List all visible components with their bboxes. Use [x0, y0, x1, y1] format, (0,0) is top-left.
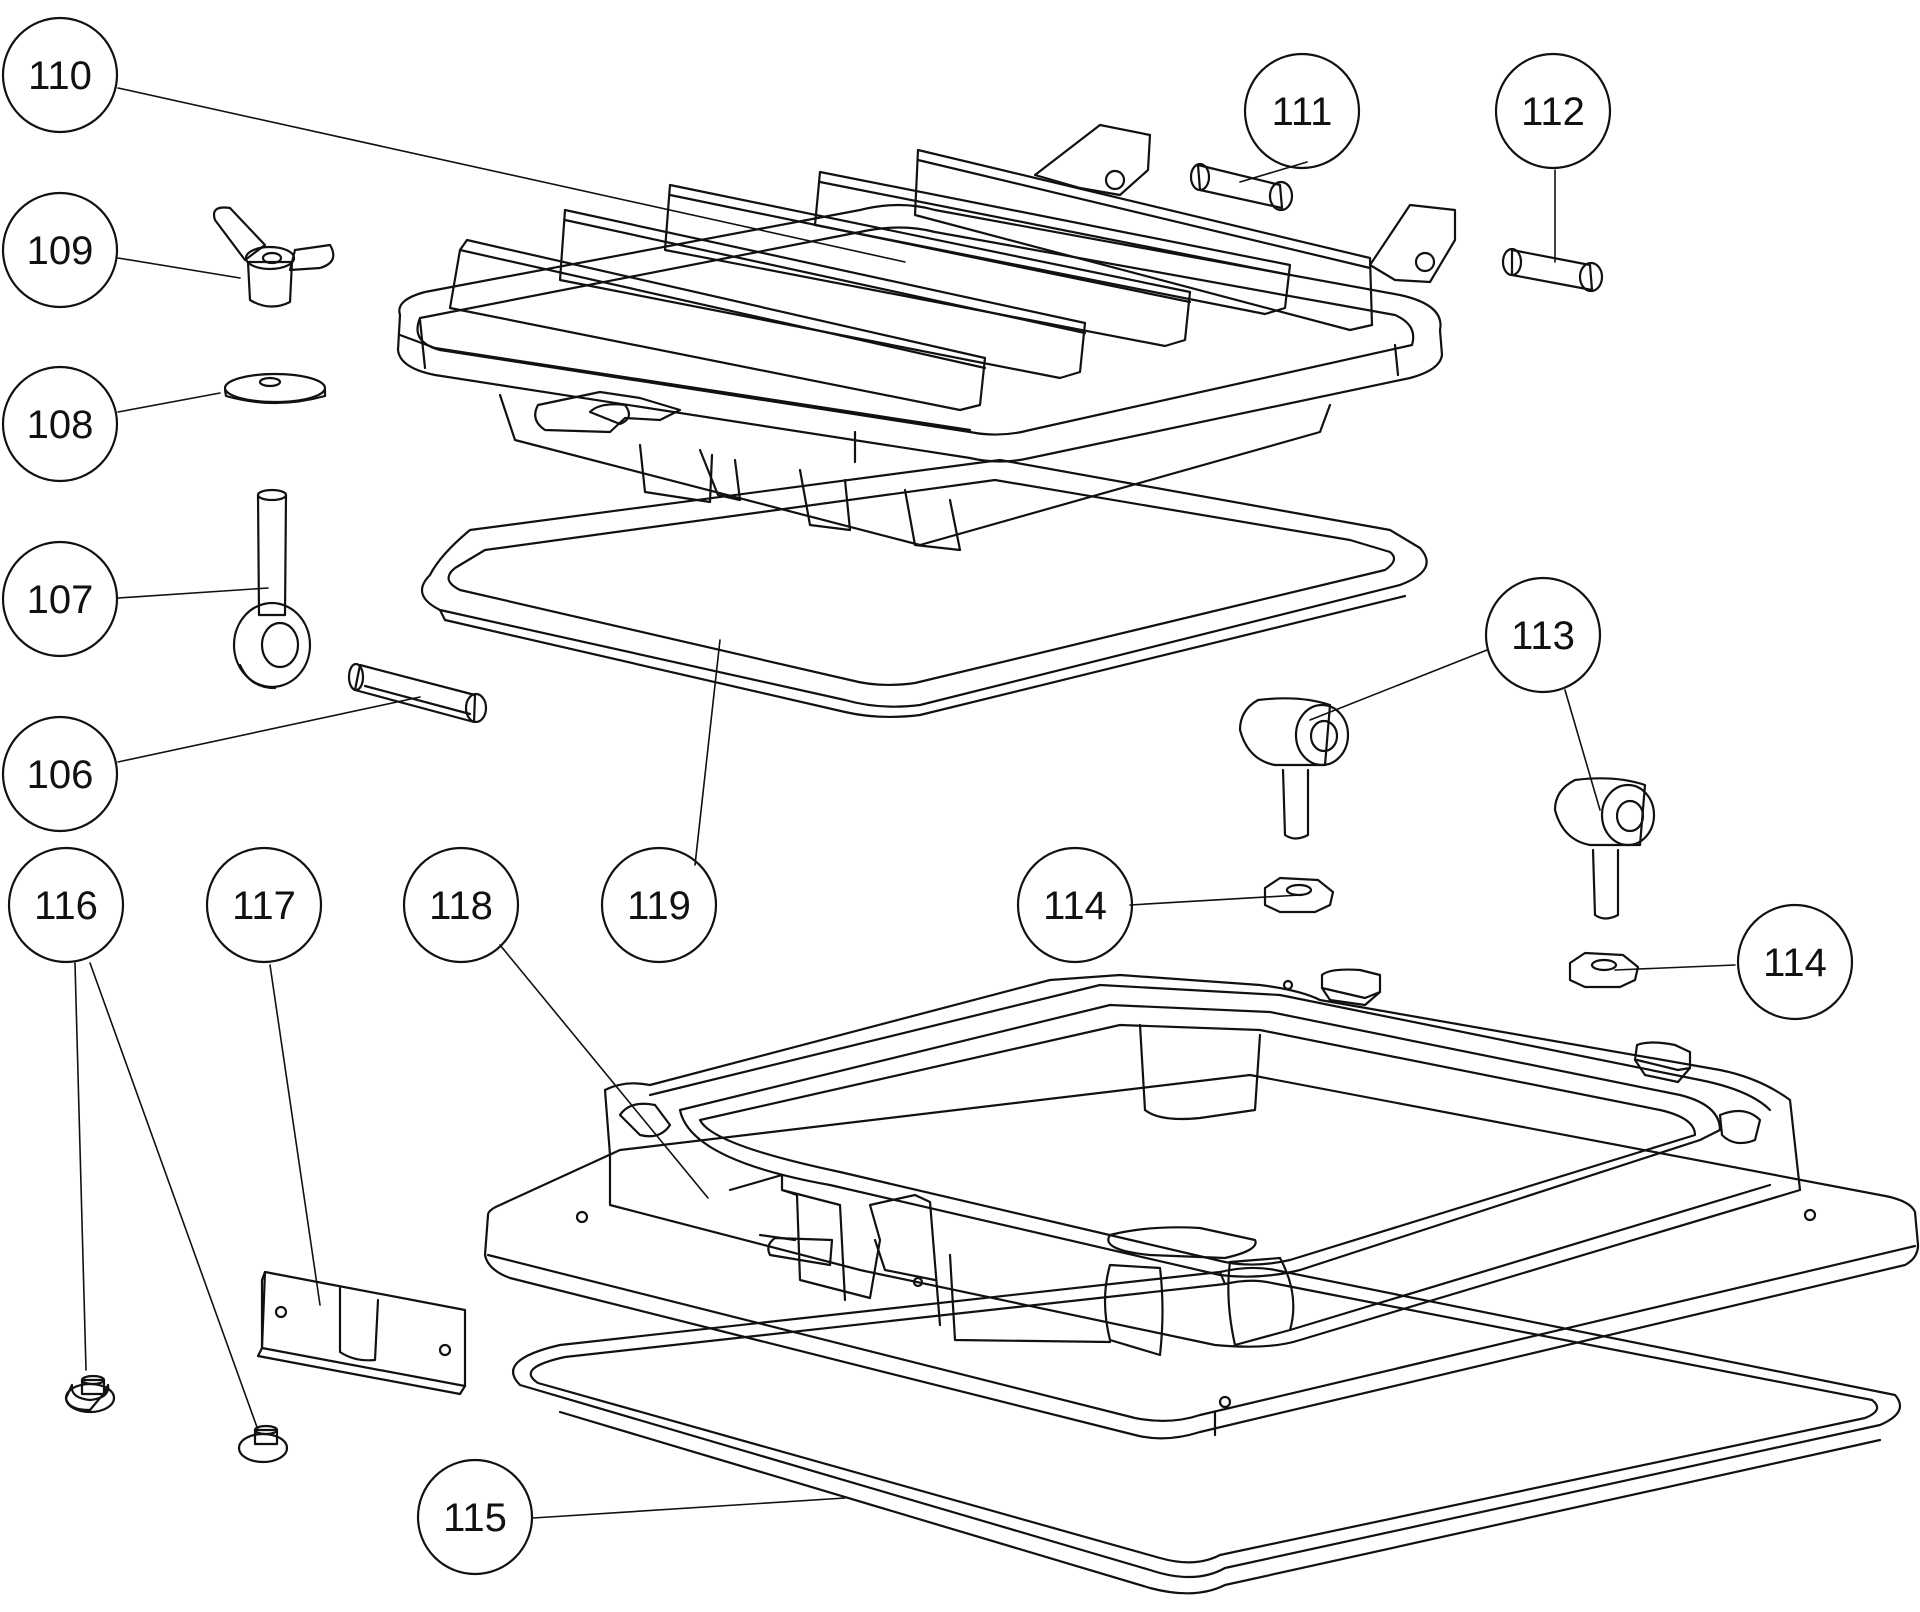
part-113-stud-left: [1238, 697, 1350, 840]
callout-108-label: 108: [27, 403, 94, 447]
callout-116-label: 116: [34, 884, 98, 928]
callout-115-label: 115: [443, 1496, 507, 1540]
part-107-eye-bolt: [232, 488, 312, 690]
leader-117: [269, 964, 321, 1306]
callout-107-label: 107: [27, 578, 94, 622]
leader-107: [117, 587, 269, 599]
part-116-screws: [64, 1374, 289, 1464]
leader-114a: [1129, 894, 1301, 906]
part-118-base-frame: [483, 968, 1920, 1440]
callout-114-upper-label: 114: [1043, 884, 1107, 928]
callout-106: 106: [1, 715, 119, 833]
leader-109: [117, 257, 241, 279]
part-119-top-gasket: [420, 458, 1428, 718]
leader-108: [117, 392, 221, 413]
callout-114-lower: 114: [1736, 903, 1854, 1021]
leader-110: [117, 87, 906, 263]
callout-111-label: 111: [1272, 90, 1333, 134]
leader-113b: [1564, 689, 1601, 811]
callout-117: 117: [205, 846, 323, 964]
callout-112: 112: [1494, 52, 1612, 170]
part-112-pin: [1501, 247, 1604, 293]
callout-114-upper: 114: [1016, 846, 1134, 964]
callout-113-label: 113: [1511, 614, 1575, 658]
callout-113: 113: [1484, 576, 1602, 694]
leader-115: [532, 1497, 846, 1519]
callout-111: 111: [1243, 52, 1361, 170]
callout-118-label: 118: [429, 884, 493, 928]
leader-lines: [74, 87, 1736, 1519]
callout-116: 116: [7, 846, 125, 964]
callout-114-lower-label: 114: [1763, 941, 1827, 985]
part-108-washer: [223, 372, 327, 405]
callout-106-label: 106: [27, 753, 94, 797]
callout-110: 110: [1, 16, 119, 134]
callout-117-label: 117: [232, 884, 296, 928]
callout-119: 119: [600, 846, 718, 964]
part-106-pin: [347, 662, 488, 724]
callout-107: 107: [1, 540, 119, 658]
leader-118: [499, 944, 709, 1199]
callout-115: 115: [416, 1458, 534, 1576]
callout-109-label: 109: [27, 229, 94, 273]
leader-114b: [1614, 964, 1736, 971]
part-113-stud-right: [1553, 777, 1656, 920]
callout-112-label: 112: [1521, 90, 1585, 134]
callout-110-label: 110: [28, 54, 92, 98]
part-109-wing-nut: [212, 206, 335, 308]
leader-111: [1239, 161, 1308, 183]
leader-106: [117, 696, 421, 763]
callout-108: 108: [1, 365, 119, 483]
callout-109: 109: [1, 191, 119, 309]
leader-116a: [74, 962, 87, 1371]
part-115-bottom-gasket: [512, 1266, 1902, 1595]
leader-116b: [89, 962, 259, 1431]
part-117-latch-plate: [256, 1270, 467, 1396]
part-110-louvre-lid: [396, 123, 1457, 552]
part-114-nut-lower: [1568, 951, 1640, 989]
callout-119-label: 119: [627, 884, 691, 928]
callout-118: 118: [402, 846, 520, 964]
leader-113a: [1309, 649, 1488, 721]
leader-119: [694, 639, 721, 866]
